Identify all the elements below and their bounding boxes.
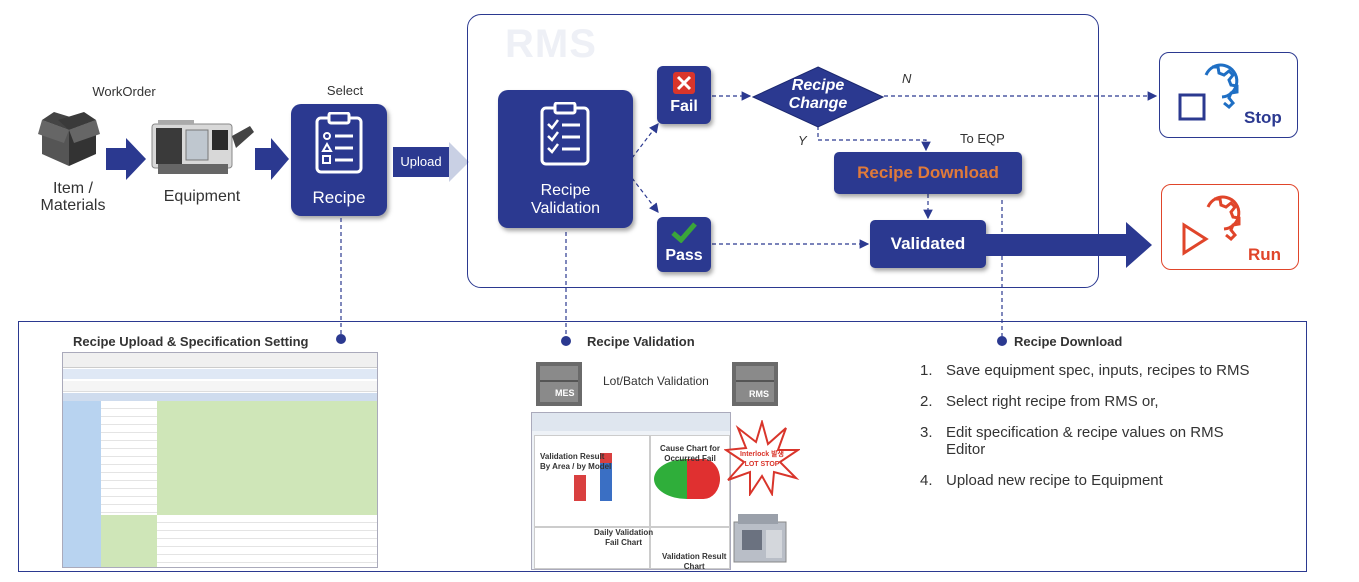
mes-server-icon (536, 362, 582, 406)
step-item: 1.Save equipment spec, inputs, recipes t… (920, 362, 1250, 379)
recipe-card[interactable]: Recipe (291, 104, 387, 216)
step-item: 2.Select right recipe from RMS or, (920, 393, 1159, 410)
arrow-right-icon (106, 138, 146, 180)
arrow-right-icon (255, 138, 289, 180)
download-dot (997, 336, 1007, 346)
rms-watermark: RMS (505, 22, 597, 66)
box-icon (38, 112, 100, 166)
interlock-burst-icon (724, 420, 800, 496)
gear-run-icon (1182, 195, 1241, 256)
upload-arrow (393, 142, 469, 182)
validated-label: Validated (890, 234, 966, 253)
rms-server-label: RMS (749, 389, 769, 399)
bottom-panel (18, 321, 1307, 572)
pass-check-icon (671, 222, 697, 243)
validation-dashboard-screenshot (531, 412, 731, 570)
recipe-validation-card[interactable]: Recipe Validation (498, 90, 633, 228)
recipe-download-label: Recipe Download (857, 163, 999, 182)
recipe-change-label: Recipe Change (788, 77, 848, 112)
workorder-label: WorkOrder (92, 84, 156, 99)
item-materials-label: Item / Materials (40, 180, 106, 214)
recipe-change-diamond[interactable] (752, 66, 884, 128)
result-chart-label: Validation Result Chart (662, 552, 727, 571)
equipment-label: Equipment (163, 188, 241, 205)
validated-card[interactable]: Validated (870, 220, 986, 268)
lot-batch-label: Lot/Batch Validation (603, 374, 709, 388)
mes-label: MES (555, 388, 575, 398)
select-label: Select (326, 83, 364, 98)
upload-dot (336, 334, 346, 344)
n-label: N (902, 71, 912, 86)
step-item: 4.Upload new recipe to Equipment (920, 472, 1163, 489)
cause-chart-label: Cause Chart for Occurred Fail (660, 444, 721, 463)
clipboard-icon (315, 112, 363, 174)
validation-result-label: Validation Result By Area / by Model (540, 452, 612, 471)
equipment-tool-image (733, 514, 787, 563)
recipe-download-card[interactable]: Recipe Download (834, 152, 1022, 194)
recipe-editor-screenshot (62, 352, 378, 568)
stop-card[interactable]: Stop (1159, 52, 1298, 138)
upload-label: Upload (400, 154, 442, 169)
run-card[interactable]: Run (1161, 184, 1299, 270)
upload-section-title: Recipe Upload & Specification Setting (73, 334, 309, 349)
rms-server-icon (732, 362, 778, 406)
validation-section-title: Recipe Validation (587, 334, 695, 349)
to-eqp-label: To EQP (960, 131, 1005, 146)
fail-x-icon (673, 72, 695, 94)
gear-stop-icon (1178, 63, 1239, 121)
rms-container (467, 14, 1099, 288)
step-item: 3.Edit specification & recipe values on … (920, 424, 1224, 458)
fail-label: Fail (670, 98, 698, 115)
validation-dot (561, 336, 571, 346)
recipe-label: Recipe (312, 188, 366, 207)
equipment-image (151, 120, 254, 174)
daily-chart-label: Daily Validation Fail Chart (594, 528, 654, 547)
recipe-validation-label: Recipe Validation (530, 182, 601, 217)
y-label: Y (798, 133, 807, 148)
checklist-icon (540, 102, 590, 166)
download-steps-list: 1.Save equipment spec, inputs, recipes t… (920, 362, 1260, 503)
pass-card[interactable]: Pass (657, 217, 711, 272)
fail-card[interactable]: Fail (657, 66, 711, 124)
run-label: Run (1248, 245, 1282, 264)
pass-label: Pass (665, 247, 703, 264)
download-section-title: Recipe Download (1014, 334, 1123, 349)
run-arrow (986, 222, 1152, 268)
stop-label: Stop (1244, 108, 1282, 127)
interlock-label: Interlock 발생 LOT STOP (739, 451, 784, 468)
